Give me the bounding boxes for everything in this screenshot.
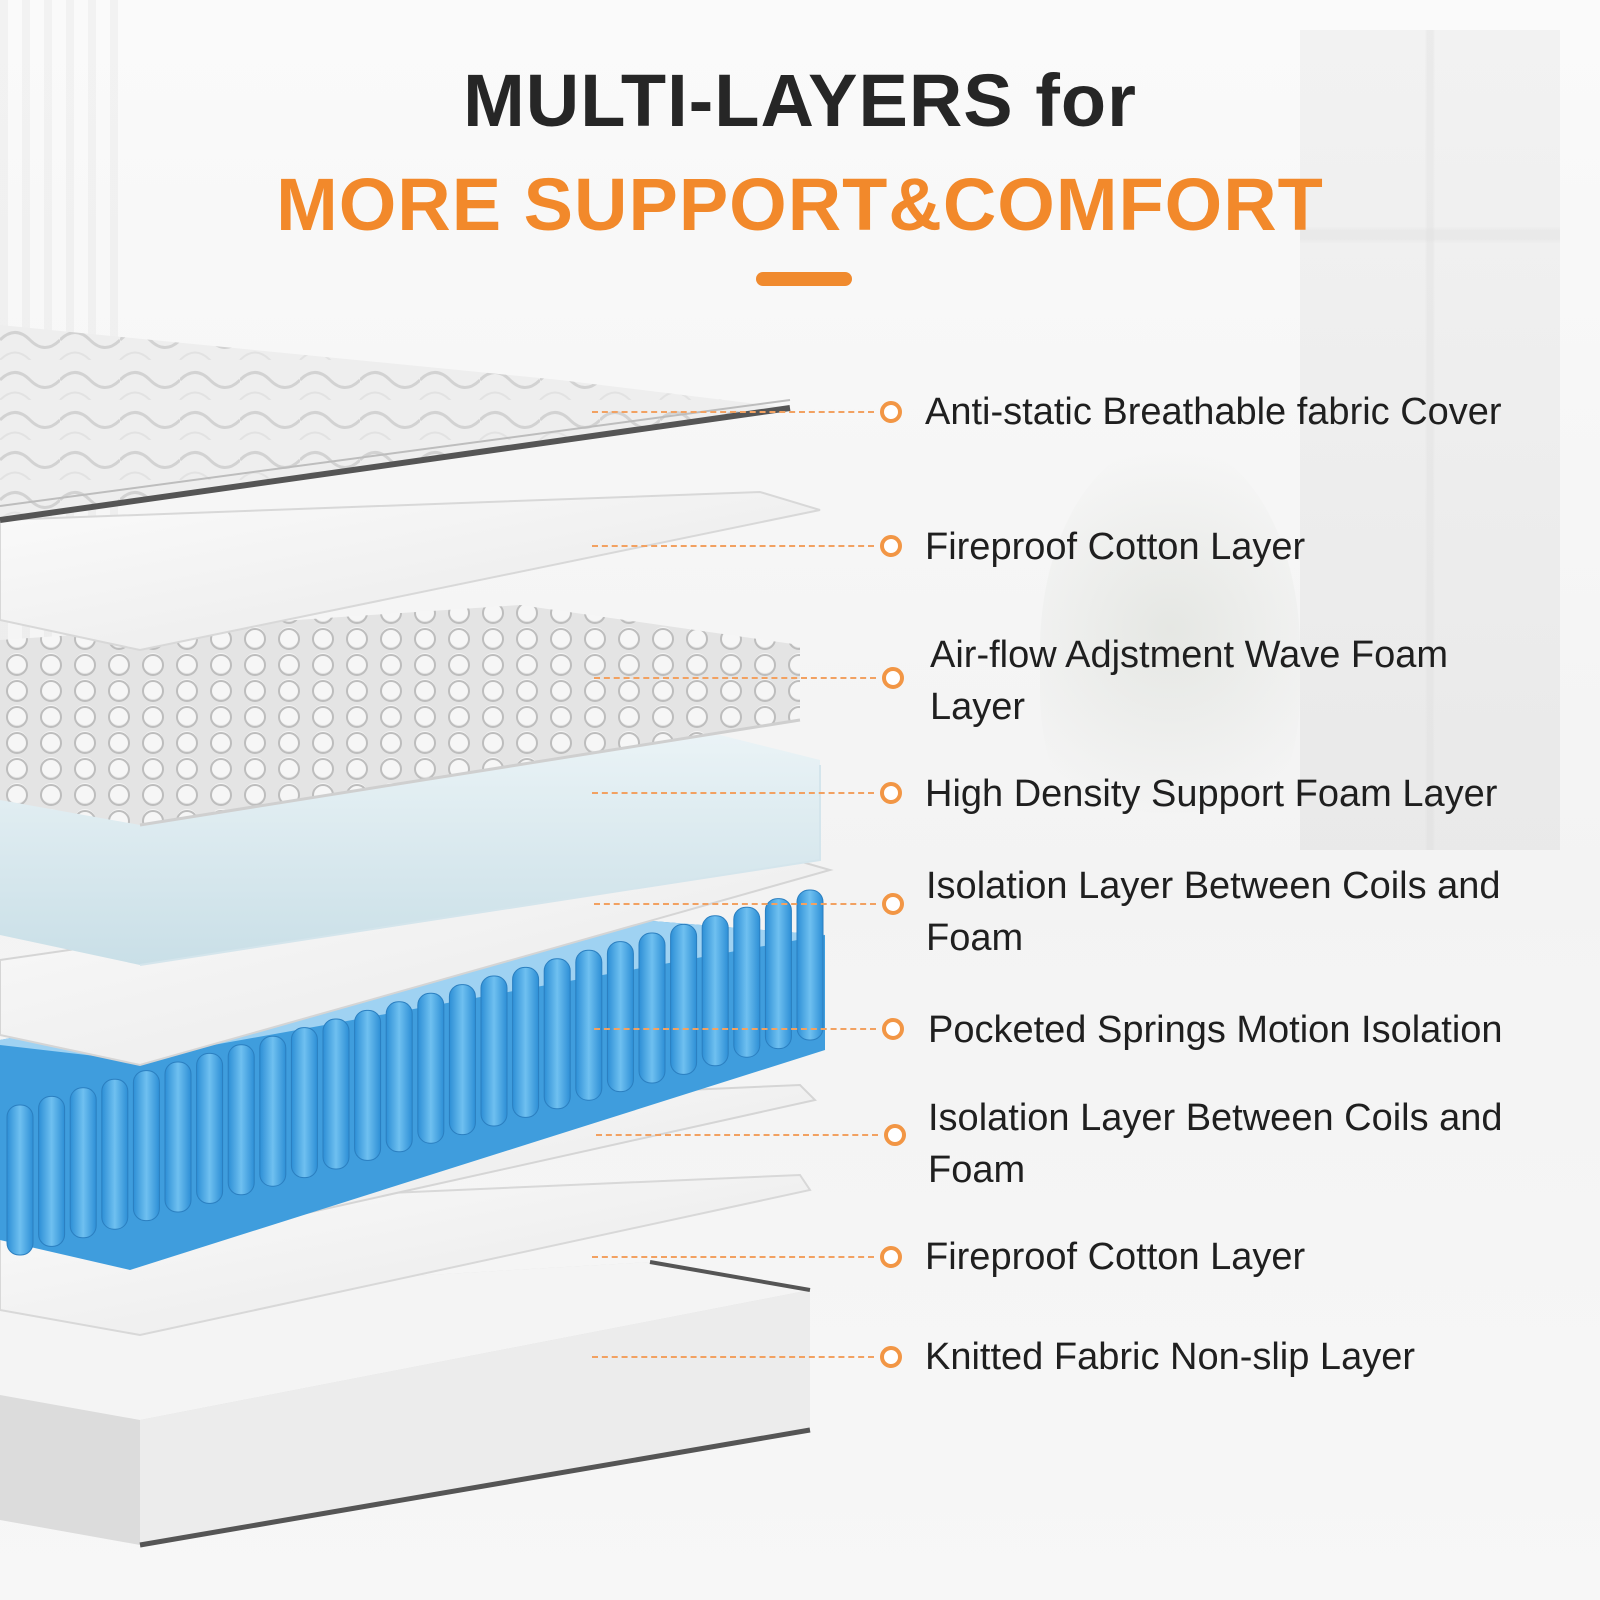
layer-label-8: Fireproof Cotton Layer <box>925 1236 1306 1278</box>
leader-line-3 <box>594 677 876 679</box>
leader-line-4 <box>592 792 874 794</box>
background-window <box>1300 30 1560 850</box>
layer-label-9: Knitted Fabric Non-slip Layer <box>925 1336 1415 1378</box>
layer-label-1: Anti-static Breathable fabric Cover <box>925 391 1502 433</box>
spring-coil <box>6 1104 34 1256</box>
leader-dot-7 <box>884 1124 906 1146</box>
spring-coil <box>638 932 666 1084</box>
layer-label-2: Fireproof Cotton Layer <box>925 526 1306 568</box>
title-underline-bar <box>756 272 852 286</box>
spring-coil <box>259 1035 287 1187</box>
spring-coil <box>322 1018 350 1170</box>
spring-coil <box>796 889 824 1041</box>
leader-line-5 <box>594 903 876 905</box>
spring-coil <box>164 1061 192 1213</box>
spring-coil <box>480 975 508 1127</box>
spring-coil <box>227 1044 255 1196</box>
wave-foam-shape <box>0 605 801 827</box>
layer-label-5: Isolation Layer Between Coils and Foam <box>926 865 1501 959</box>
leader-line-1 <box>592 411 874 413</box>
spring-coil <box>132 1070 160 1222</box>
spring-coil <box>575 949 603 1101</box>
spring-coil <box>764 898 792 1050</box>
background-plant <box>1040 440 1300 860</box>
spring-coil <box>606 941 634 1093</box>
spring-coil <box>670 923 698 1075</box>
leader-dot-6 <box>882 1018 904 1040</box>
quilted-cover-shape <box>0 325 791 523</box>
leader-dot-5 <box>882 893 904 915</box>
leader-dot-9 <box>880 1346 902 1368</box>
layer-label-3: Air-flow Adjstment Wave Foam Layer <box>930 634 1449 728</box>
spring-coil <box>417 992 445 1144</box>
leader-line-2 <box>592 545 874 547</box>
layer-label-4: High Density Support Foam Layer <box>925 773 1498 815</box>
leader-line-9 <box>592 1356 874 1358</box>
spring-coil <box>385 1001 413 1153</box>
leader-dot-4 <box>880 782 902 804</box>
spring-coil <box>354 1009 382 1161</box>
headline-line-1: MULTI-LAYERS for <box>463 59 1137 142</box>
leader-line-6 <box>594 1028 876 1030</box>
spring-coil <box>196 1052 224 1204</box>
spring-coil <box>733 906 761 1058</box>
leader-dot-1 <box>880 401 902 423</box>
spring-coil <box>38 1095 66 1247</box>
spring-coil <box>512 966 540 1118</box>
layer-label-6: Pocketed Springs Motion Isolation <box>928 1009 1503 1051</box>
headline-line-2: MORE SUPPORT&COMFORT <box>276 163 1324 246</box>
fireproof-sheet-upper-shape <box>0 490 821 652</box>
spring-coil <box>448 984 476 1136</box>
spring-coil <box>101 1078 129 1230</box>
spring-coil <box>69 1087 97 1239</box>
spring-coil <box>290 1027 318 1179</box>
leader-line-8 <box>592 1256 874 1258</box>
leader-dot-3 <box>882 667 904 689</box>
layer-label-7: Isolation Layer Between Coils and Foam <box>928 1097 1503 1191</box>
leader-line-7 <box>596 1134 878 1136</box>
leader-dot-2 <box>880 535 902 557</box>
knitted-base-layer-shape <box>0 1260 811 1548</box>
leader-dot-8 <box>880 1246 902 1268</box>
spring-coil <box>543 958 571 1110</box>
